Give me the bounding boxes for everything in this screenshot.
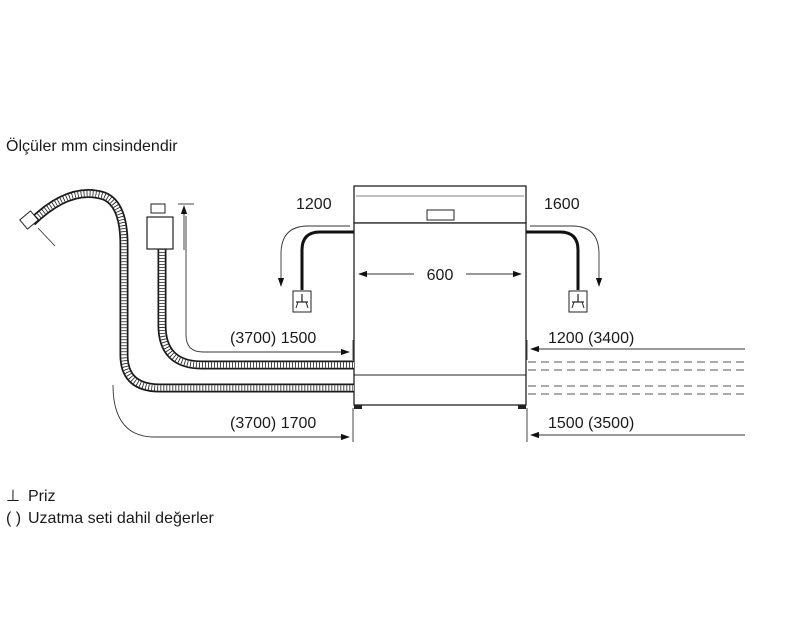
legend: ⊥ Priz ( ) Uzatma seti dahil değerler	[6, 486, 214, 530]
drain-right-label: 1200 (3400)	[548, 330, 634, 347]
drain-hose-icon	[19, 189, 354, 393]
water-tap-icon	[146, 203, 194, 250]
supply-left-dimension: (3700) 1700	[112, 384, 354, 442]
power-left-label: 1200	[296, 196, 332, 213]
supply-right-dimension: 1500 (3500)	[526, 408, 745, 442]
supply-left-label: (3700) 1700	[230, 415, 316, 432]
power-cord-left: 1200	[277, 196, 354, 290]
extension-symbol: ( )	[6, 510, 22, 527]
legend-extension-label: Uzatma seti dahil değerler	[28, 510, 214, 527]
drain-left-dimension: (3700) 1500	[185, 216, 354, 360]
right-hose-routing	[528, 361, 745, 395]
dishwasher-front	[353, 185, 527, 409]
drain-right-dimension: 1200 (3400)	[526, 330, 745, 360]
legend-socket: ⊥ Priz	[6, 486, 214, 508]
socket-symbol-icon: ⊥	[6, 488, 20, 505]
legend-socket-label: Priz	[28, 488, 56, 505]
units-caption: Ölçüler mm cinsindendir	[6, 138, 178, 155]
socket-icon	[568, 290, 588, 313]
legend-extension: ( ) Uzatma seti dahil değerler	[6, 508, 214, 530]
supply-hose-icon	[157, 249, 354, 370]
socket-icon	[292, 290, 312, 313]
width-label: 600	[427, 267, 454, 284]
power-cord-right: 1600	[526, 196, 603, 290]
drain-left-label: (3700) 1500	[230, 330, 316, 347]
width-dimension: 600	[358, 267, 522, 284]
supply-right-label: 1500 (3500)	[548, 415, 634, 432]
power-right-label: 1600	[544, 196, 580, 213]
